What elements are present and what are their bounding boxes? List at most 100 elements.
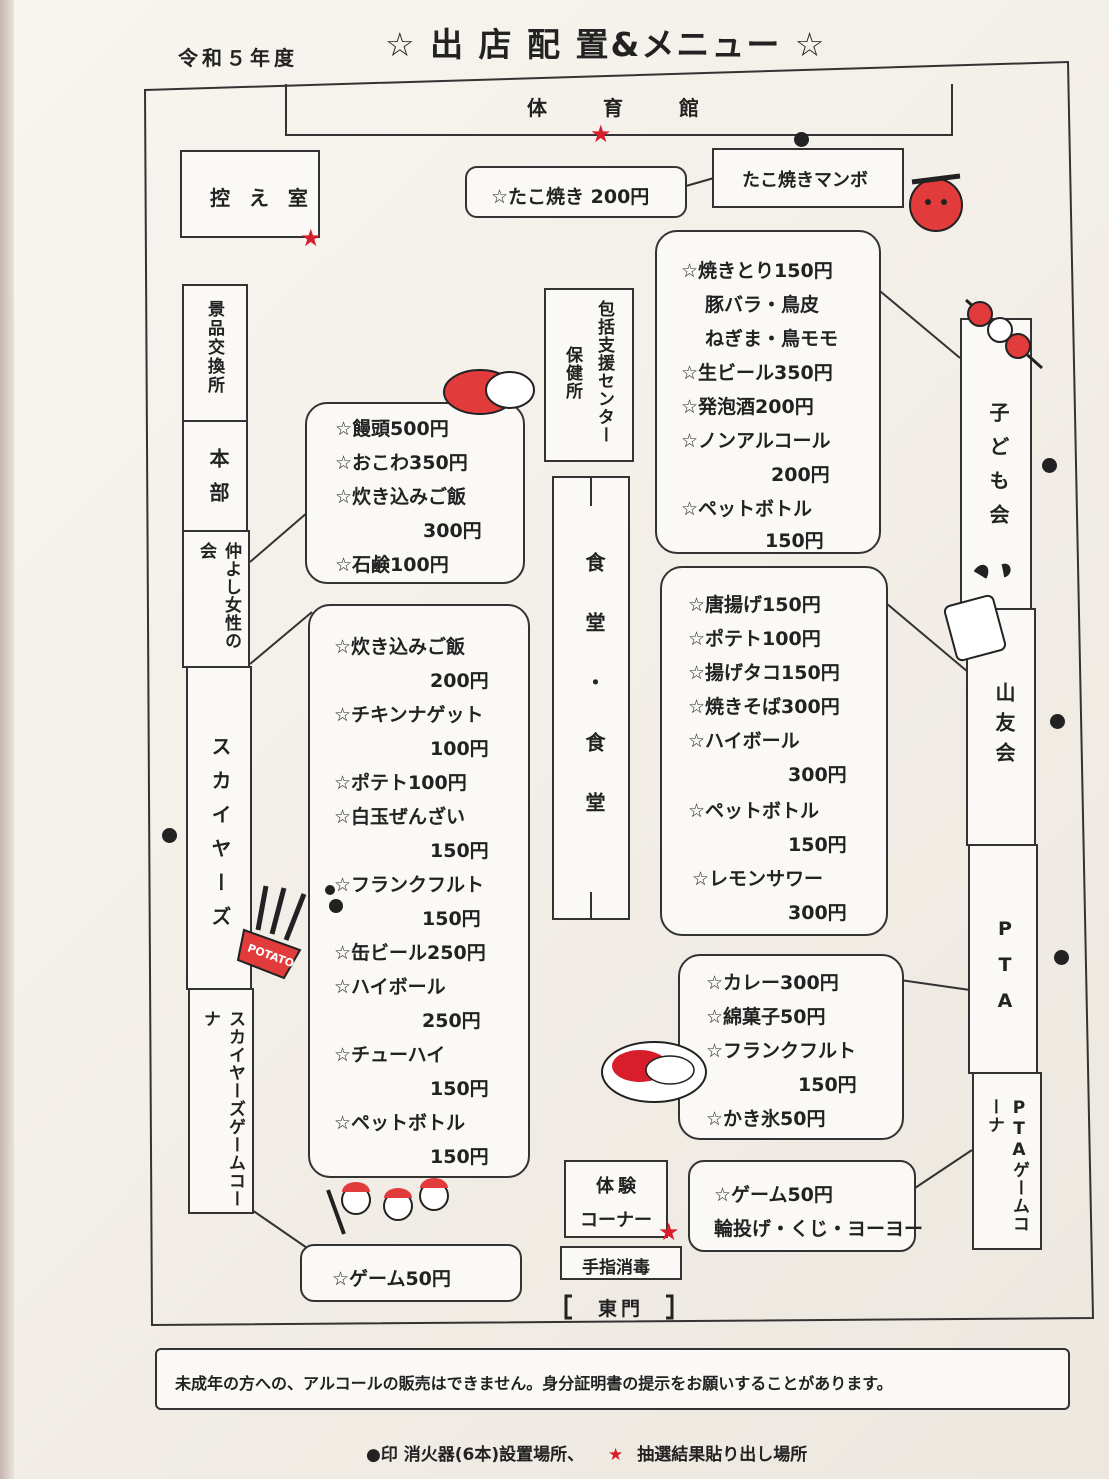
cafeteria: 食堂・食堂 bbox=[552, 476, 630, 920]
menu-line: 150円 bbox=[430, 1146, 489, 1168]
page-title: ☆ 出 店 配 置&メニュー ☆ bbox=[385, 25, 827, 64]
menu-line: ☆フランクフルト bbox=[706, 1040, 857, 1062]
menu-line: 100円 bbox=[430, 738, 489, 760]
kids-assoc-label: 子ども会 bbox=[986, 402, 1010, 538]
alcohol-notice-text: 未成年の方への、アルコールの販売はできません。身分証明書の提示をお願いすることが… bbox=[175, 1374, 893, 1393]
legend-star-text: 抽選結果貼り出し場所 bbox=[637, 1445, 808, 1465]
karaage-menu: ☆唐揚げ150円 ☆ポテト100円 ☆揚げタコ150円 ☆焼きそば300円 ☆ハ… bbox=[660, 566, 888, 936]
legend-star-icon: ★ bbox=[608, 1445, 624, 1465]
takoyaki-menu-line: ☆たこ焼き 200円 bbox=[491, 186, 650, 208]
menu-line: ねぎま・鳥モモ bbox=[705, 328, 839, 350]
menu-line: ☆石鹸100円 bbox=[335, 554, 449, 576]
menu-line: 豚バラ・鳥皮 bbox=[705, 294, 820, 316]
yamatomo-label: 山友会 bbox=[992, 682, 1016, 772]
menu-line: ☆綿菓子50円 bbox=[706, 1006, 826, 1028]
menu-line: 250円 bbox=[422, 1010, 481, 1032]
beer-mug-icon bbox=[943, 563, 1011, 662]
legend: ●印 消火器(6本)設置場所、 ★ 抽選結果貼り出し場所 bbox=[366, 1440, 807, 1465]
year-label: 令和５年度 bbox=[178, 46, 298, 70]
menu-line: ☆ペットボトル bbox=[688, 800, 820, 822]
headquarters: 本部 bbox=[182, 420, 248, 532]
alcohol-notice: 未成年の方への、アルコールの販売はできません。身分証明書の提示をお願いすることが… bbox=[155, 1348, 1070, 1410]
pta-game-label: PTAゲームコーナ bbox=[984, 1098, 1029, 1233]
extinguisher-dot bbox=[794, 132, 809, 147]
menu-line: 150円 bbox=[430, 1078, 489, 1100]
menu-line: 輪投げ・くじ・ヨーヨー bbox=[714, 1218, 924, 1240]
yakitori-menu: ☆焼きとり150円 豚バラ・鳥皮 ねぎま・鳥モモ ☆生ビール350円 ☆発泡酒2… bbox=[655, 230, 881, 554]
results-star-icon: ★ bbox=[300, 224, 322, 252]
menu-line: ☆ゲーム50円 bbox=[714, 1184, 833, 1206]
menu-line: 150円 bbox=[798, 1074, 857, 1096]
support-center-label: 包括支援センター bbox=[594, 300, 614, 444]
waiting-room: 控 え 室 bbox=[180, 150, 320, 238]
waiting-room-label: 控 え 室 bbox=[210, 186, 314, 210]
menu-line: 150円 bbox=[422, 908, 481, 930]
menu-line: ☆揚げタコ150円 bbox=[688, 662, 840, 684]
kids-assoc: 子ども会 bbox=[960, 318, 1032, 610]
extinguisher-dot bbox=[162, 828, 177, 843]
experience-corner-label-1: 体験 bbox=[596, 1176, 640, 1197]
menu-line: ☆焼きそば300円 bbox=[688, 696, 840, 718]
support-center: 包括支援センター 保健所 bbox=[544, 288, 634, 462]
headquarters-label: 本部 bbox=[206, 448, 230, 516]
legend-dot-text: ●印 消火器(6本)設置場所、 bbox=[366, 1445, 585, 1465]
skyers-menu: ☆炊き込みご飯 200円 ☆チキンナゲット 100円 ☆ポテト100円 ☆白玉ぜ… bbox=[308, 604, 530, 1178]
menu-line: ☆生ビール350円 bbox=[681, 362, 833, 384]
manju-menu: ☆饅頭500円 ☆おこわ350円 ☆炊き込みご飯 300円 ☆石鹸100円 bbox=[305, 402, 525, 584]
prize-exchange: 景品交換所 bbox=[182, 284, 248, 422]
skyers-game-menu: ☆ゲーム50円 bbox=[300, 1244, 522, 1302]
east-gate-label: 東門 bbox=[598, 1298, 645, 1320]
skyers-game-corner: スカイヤーズゲームコーナ bbox=[188, 988, 254, 1214]
skyers-stall: スカイヤーズ bbox=[186, 666, 252, 990]
cafeteria-divider-top bbox=[590, 478, 592, 506]
results-star-icon: ★ bbox=[590, 120, 612, 148]
takoyaki-shop: たこ焼きマンボ bbox=[712, 148, 904, 208]
menu-line: ☆おこわ350円 bbox=[335, 452, 468, 474]
menu-line: ☆ポテト100円 bbox=[334, 772, 467, 794]
pta-stall: PTA bbox=[968, 844, 1038, 1074]
cafeteria-divider-bottom bbox=[590, 892, 592, 920]
womens-assoc: 仲よし女性の会 bbox=[182, 530, 250, 668]
menu-line: 150円 bbox=[788, 834, 847, 856]
experience-corner-label-2: コーナー bbox=[580, 1210, 652, 1231]
extinguisher-dot bbox=[1054, 950, 1069, 965]
gymnasium-label: 体 育 館 bbox=[527, 96, 717, 120]
octopus-icon bbox=[909, 173, 963, 232]
takoyaki-shop-label: たこ焼きマンボ bbox=[742, 170, 868, 191]
pta-game-corner: PTAゲームコーナ bbox=[972, 1072, 1042, 1250]
skyers-game-label: スカイヤーズゲームコーナ bbox=[200, 1010, 245, 1208]
menu-line: 300円 bbox=[423, 520, 482, 542]
menu-line: ☆ハイボール bbox=[334, 976, 446, 998]
hand-sanitizer: 手指消毒 bbox=[560, 1246, 682, 1280]
menu-line: ☆ハイボール bbox=[688, 730, 800, 752]
pta-stall-label: PTA bbox=[994, 918, 1016, 1026]
prize-exchange-label: 景品交換所 bbox=[204, 300, 224, 395]
pta-game-menu: ☆ゲーム50円 輪投げ・くじ・ヨーヨー bbox=[688, 1160, 923, 1252]
menu-line: ☆ゲーム50円 bbox=[332, 1268, 451, 1290]
menu-line: ☆缶ビール250円 bbox=[334, 942, 486, 964]
menu-line: ☆炊き込みご飯 bbox=[334, 636, 466, 658]
menu-line: 300円 bbox=[788, 902, 847, 924]
menu-line: ☆白玉ぜんざい bbox=[334, 806, 466, 828]
hand-sanitizer-label: 手指消毒 bbox=[582, 1258, 650, 1278]
menu-line: ☆唐揚げ150円 bbox=[688, 594, 821, 616]
menu-line: ☆かき氷50円 bbox=[706, 1108, 826, 1130]
baseball-kids-icon bbox=[326, 1178, 449, 1235]
menu-line: ☆炊き込みご飯 bbox=[335, 486, 467, 508]
skyers-stall-label: スカイヤーズ bbox=[208, 736, 232, 940]
menu-line: 200円 bbox=[771, 464, 830, 486]
menu-line: ☆ペットボトル bbox=[334, 1112, 466, 1134]
menu-line: ☆饅頭500円 bbox=[335, 418, 449, 440]
menu-line: ☆チューハイ bbox=[334, 1044, 446, 1066]
gymnasium: 体 育 館 bbox=[285, 84, 953, 136]
menu-line: ☆フランクフルト bbox=[334, 874, 485, 896]
menu-line: 200円 bbox=[430, 670, 489, 692]
menu-line: ☆焼きとり150円 bbox=[681, 260, 833, 282]
manju-icon bbox=[443, 369, 535, 415]
french-fries-icon: POTATO bbox=[236, 885, 343, 980]
extinguisher-dot bbox=[1050, 714, 1065, 729]
menu-line: ☆ノンアルコール bbox=[681, 430, 831, 452]
